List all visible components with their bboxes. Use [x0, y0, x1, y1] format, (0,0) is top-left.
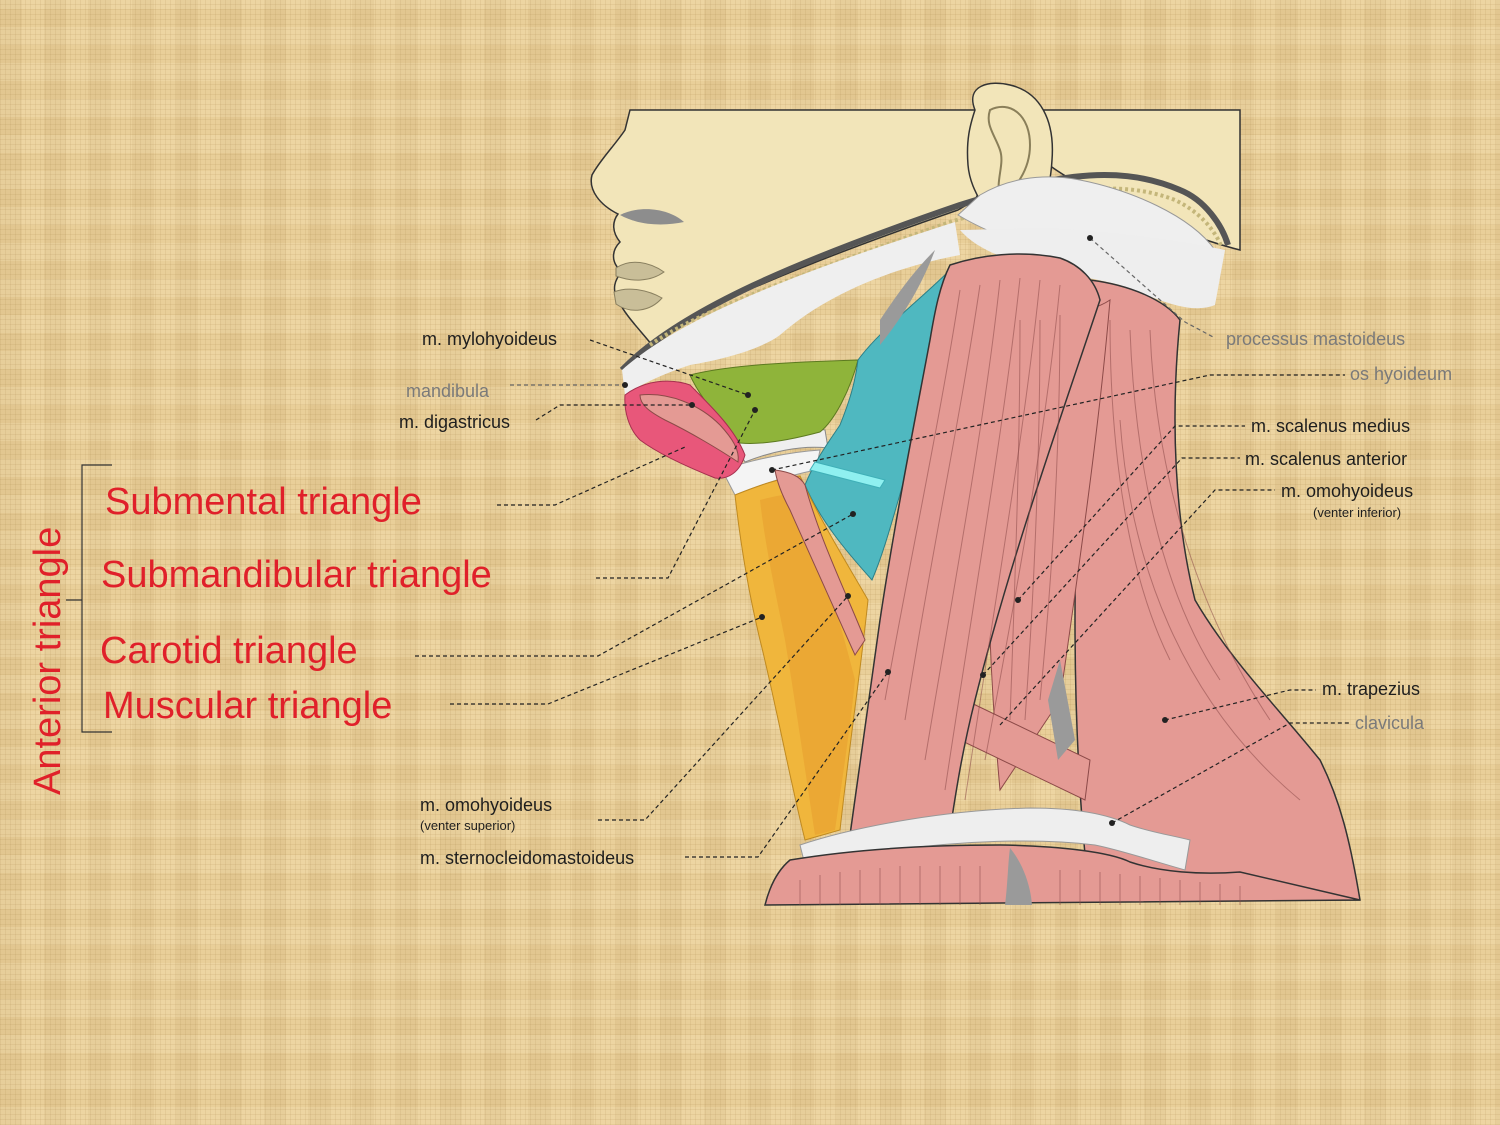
label-muscular-triangle: Muscular triangle	[103, 685, 392, 727]
label-carotid-triangle: Carotid triangle	[100, 630, 358, 672]
mastoid-lower	[960, 228, 1225, 309]
sternocleidomastoideus-shape	[849, 253, 1101, 836]
trapezius-shape	[1074, 279, 1361, 901]
triangle-labels: Submental triangle Submandibular triangl…	[27, 481, 492, 795]
pectoral-shape	[764, 844, 1361, 906]
neck-muscles	[764, 250, 1361, 906]
label-processus-mastoideus: processus mastoideus	[1226, 329, 1405, 349]
label-omohyoideus-superior: m. omohyoideus	[420, 795, 552, 815]
label-omohyoideus-inferior: m. omohyoideus	[1281, 481, 1413, 501]
label-submandibular-triangle: Submandibular triangle	[101, 554, 492, 596]
bone-regions	[622, 176, 1225, 496]
hyoid-cartilage-blue	[809, 461, 886, 489]
leader-dots	[622, 235, 1168, 826]
label-omohyoideus-inferior-sub: (venter inferior)	[1313, 505, 1401, 520]
leader-lines	[415, 237, 1350, 858]
label-mandibula: mandibula	[406, 381, 490, 401]
anatomy-labels: m. mylohyoideus mandibula m. digastricus…	[399, 329, 1452, 868]
sternal-notch	[1005, 848, 1032, 905]
label-scalenus-anterior: m. scalenus anterior	[1245, 449, 1407, 469]
label-os-hyoideum: os hyoideum	[1350, 364, 1452, 384]
label-mylohyoideus: m. mylohyoideus	[422, 329, 557, 349]
label-trapezius: m. trapezius	[1322, 679, 1420, 699]
label-scalenus-medius: m. scalenus medius	[1251, 416, 1410, 436]
nostril	[620, 209, 684, 225]
anterior-bracket	[66, 464, 112, 733]
mandibula-shape	[622, 222, 960, 395]
lips	[613, 261, 665, 311]
label-submental-triangle: Submental triangle	[105, 481, 422, 523]
scalene-gap	[1048, 660, 1075, 760]
label-clavicula: clavicula	[1355, 713, 1425, 733]
muscular-region-dark	[760, 493, 855, 835]
label-omohyoideus-superior-sub: (venter superior)	[420, 818, 515, 833]
omohyoid-superior-shape	[774, 469, 866, 657]
title-anterior-triangle: Anterior triangle	[27, 527, 69, 795]
label-digastricus: m. digastricus	[399, 412, 510, 432]
neck-gap-upper	[880, 250, 935, 345]
label-sternocleidomastoideus: m. sternocleidomastoideus	[420, 848, 634, 868]
mandible-serration	[648, 186, 1224, 347]
